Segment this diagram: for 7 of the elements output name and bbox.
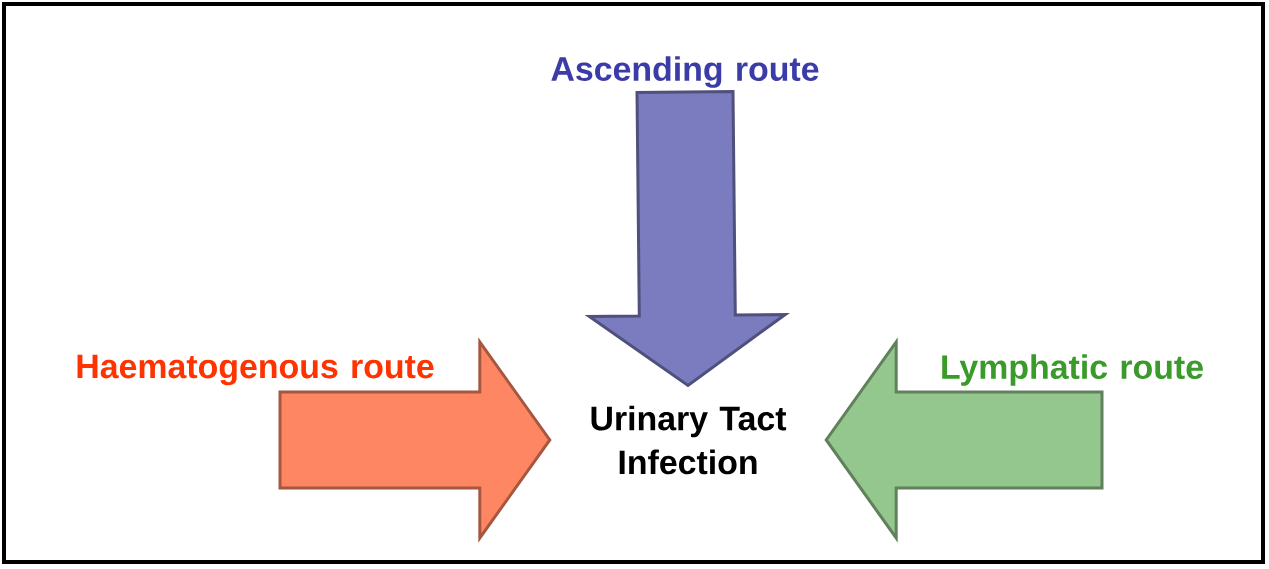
block-arrow <box>278 337 552 543</box>
route-label: Lymphatic route <box>942 354 1203 386</box>
block-arrow <box>584 90 790 388</box>
center-label: Urinary Tact Infection <box>591 405 787 475</box>
route-label: Haematogenous route <box>77 354 434 386</box>
block-arrow <box>824 337 1104 543</box>
route-label: Ascending route <box>551 56 819 88</box>
